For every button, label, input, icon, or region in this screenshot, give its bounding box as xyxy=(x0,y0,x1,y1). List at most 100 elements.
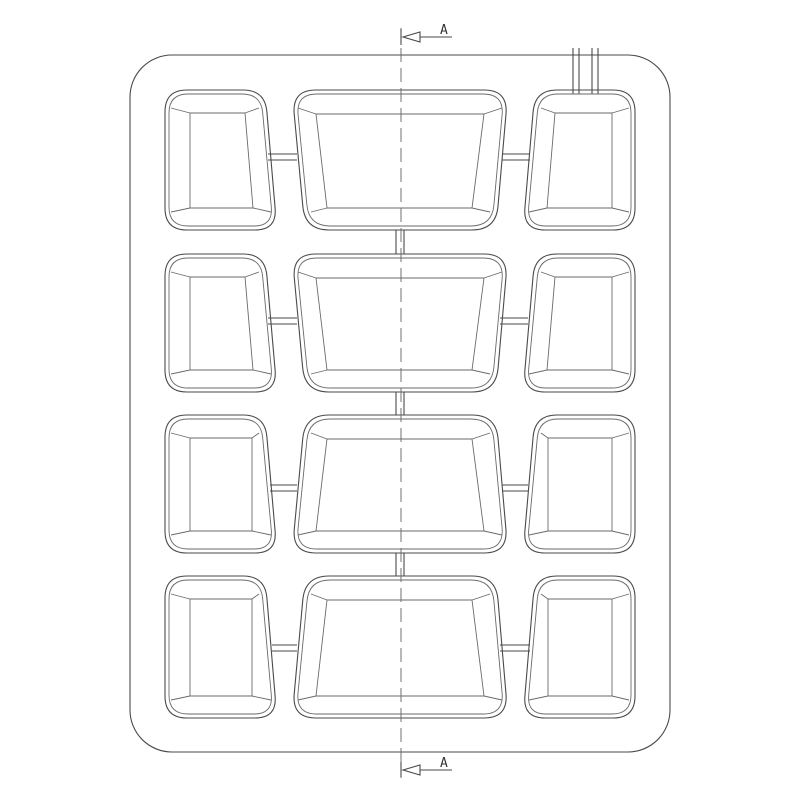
cavity-corner-line xyxy=(297,107,317,115)
cavity-floor xyxy=(315,438,485,532)
cavity-corner-line xyxy=(252,369,272,375)
cavity-corner-line xyxy=(540,432,549,439)
cavity-corner-line xyxy=(611,107,630,114)
cavity-rim xyxy=(528,93,632,227)
cavity-corner-line xyxy=(483,271,503,279)
cavity-corner-line xyxy=(540,593,549,600)
cavity xyxy=(524,253,636,393)
cavity-outer-edge xyxy=(293,414,507,554)
cavity-floor xyxy=(315,277,485,371)
section-label-top: A xyxy=(440,23,448,38)
cavity-rim xyxy=(297,418,503,550)
cavity-corner-line xyxy=(170,530,191,536)
cavity-corner-line xyxy=(170,695,191,701)
cavity-floor xyxy=(189,437,253,532)
cavity-outer-edge xyxy=(524,414,636,554)
cavity xyxy=(164,89,276,231)
cavity-corner-line xyxy=(611,432,630,439)
cavity-outer-edge xyxy=(293,89,507,231)
cavity-floor xyxy=(315,113,485,209)
cavity-corner-line xyxy=(297,530,317,536)
cavity-corner-line xyxy=(611,593,630,600)
cavity-outer-edge xyxy=(524,89,636,231)
cavity xyxy=(293,89,507,231)
cavity-corner-line xyxy=(483,107,503,115)
cavity-corner-line xyxy=(611,271,630,278)
cavity xyxy=(524,575,636,719)
cavity-corner-line xyxy=(170,593,191,600)
cavity-corner-line xyxy=(170,271,191,278)
sprue-gate xyxy=(572,48,599,94)
cavity-rim xyxy=(168,257,272,389)
cavity-rim xyxy=(168,93,272,227)
tray-border xyxy=(129,54,671,753)
cavity-corner-line xyxy=(471,207,491,213)
cavity-corner-line xyxy=(611,695,630,701)
cavity-corner-line xyxy=(528,207,548,213)
cavity-corner-line xyxy=(310,593,328,601)
cavity xyxy=(293,575,507,719)
cavity xyxy=(524,89,636,231)
cavity-corner-line xyxy=(244,107,260,114)
cavity-floor xyxy=(315,599,485,697)
cavity-corner-line xyxy=(611,530,630,536)
cavity-grid xyxy=(164,89,636,719)
cavity-outer-edge xyxy=(524,253,636,393)
cavity-corner-line xyxy=(297,695,317,701)
cavity-corner-line xyxy=(483,695,503,701)
cavity-rim xyxy=(297,257,503,389)
cavity-rim xyxy=(297,579,503,715)
cavity xyxy=(293,253,507,393)
cavity-outer-edge xyxy=(164,253,276,393)
cavity-corner-line xyxy=(251,530,272,536)
runner-connectors xyxy=(268,153,530,652)
cavity-corner-line xyxy=(251,593,260,600)
cavity-corner-line xyxy=(310,369,328,375)
cavity-rim xyxy=(528,257,632,389)
cavity-floor xyxy=(547,598,613,697)
cavity-rim xyxy=(528,418,632,550)
section-marker-top: A xyxy=(400,23,452,45)
cavity-floor xyxy=(189,598,253,697)
cavity-corner-line xyxy=(528,695,549,701)
cavity-outer-edge xyxy=(164,575,276,719)
cavity-corner-line xyxy=(483,530,503,536)
cavity-corner-line xyxy=(540,271,556,278)
cavity-corner-line xyxy=(170,207,191,213)
cavity xyxy=(524,414,636,554)
cavity-outer-edge xyxy=(293,253,507,393)
section-label-bottom: A xyxy=(440,756,448,771)
cavity-floor xyxy=(546,112,613,209)
cavity-corner-line xyxy=(471,593,491,601)
cavity-corner-line xyxy=(471,432,491,440)
cavity-rim xyxy=(528,579,632,715)
cavity-corner-line xyxy=(170,369,191,375)
section-marker-bottom: A xyxy=(400,756,452,777)
cavity-floor xyxy=(547,437,613,532)
cavity xyxy=(164,575,276,719)
cavity-corner-line xyxy=(170,432,191,439)
cavity-corner-line xyxy=(251,695,272,701)
cavity xyxy=(293,414,507,554)
cavity-corner-line xyxy=(540,107,556,114)
cavity-rim xyxy=(297,93,503,227)
cavity-corner-line xyxy=(297,271,317,279)
cavity-corner-line xyxy=(252,207,272,213)
cavity-outer-edge xyxy=(524,575,636,719)
cavity-floor xyxy=(546,276,613,371)
cavity-corner-line xyxy=(528,530,549,536)
cavity-rim xyxy=(168,418,272,550)
cavity-corner-line xyxy=(310,432,328,440)
cavity-corner-line xyxy=(528,369,548,375)
cavity xyxy=(164,414,276,554)
cavity-corner-line xyxy=(471,369,491,375)
cavity-corner-line xyxy=(611,207,630,213)
cavity-corner-line xyxy=(310,207,328,213)
cavity xyxy=(164,253,276,393)
cavity-corner-line xyxy=(244,271,260,278)
cavity-outer-edge xyxy=(293,575,507,719)
cavity-outer-edge xyxy=(164,89,276,231)
tray-outline xyxy=(129,54,671,753)
cavity-rim xyxy=(168,579,272,715)
